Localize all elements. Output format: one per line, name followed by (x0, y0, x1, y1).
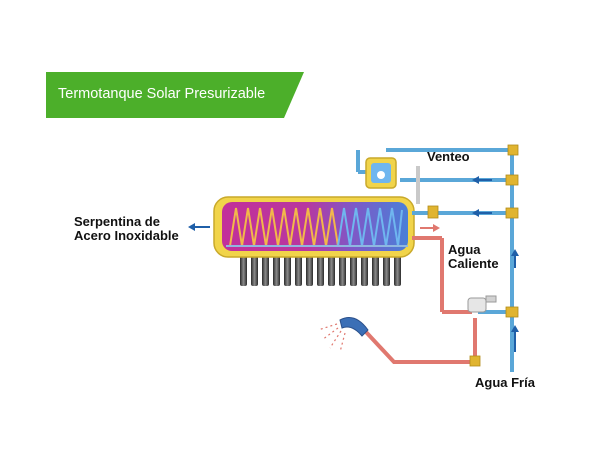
vacuum-tube (240, 252, 247, 286)
vacuum-tube (251, 252, 258, 286)
hot-arrow (420, 224, 440, 232)
vacuum-tube (295, 252, 302, 286)
label-serpentina-line1: Serpentina de (74, 214, 160, 229)
coil-cold (337, 207, 403, 247)
label-serpentina: Serpentina de Acero Inoxidable (74, 215, 179, 243)
vacuum-tube (350, 252, 357, 286)
coil-hot (229, 207, 339, 247)
flow-arrows (188, 176, 519, 352)
label-agua-caliente: Agua Caliente (448, 243, 499, 271)
vacuum-tube (328, 252, 335, 286)
vacuum-tube (361, 252, 368, 286)
vacuum-tube (372, 252, 379, 286)
fittings (427, 144, 519, 367)
label-venteo: Venteo (427, 149, 470, 164)
vacuum-tube (284, 252, 291, 286)
vacuum-tube (273, 252, 280, 286)
vacuum-tube (262, 252, 269, 286)
mixer-handle (485, 295, 497, 303)
hot-pipes (364, 236, 477, 364)
vent-float (377, 171, 385, 179)
vacuum-tube (339, 252, 346, 286)
mixer-valve (467, 297, 487, 313)
vacuum-tube (317, 252, 324, 286)
banner-shape (46, 72, 304, 118)
label-agua-fria: Agua Fría (475, 375, 535, 390)
title-banner: Termotanque Solar Presurizable (46, 72, 304, 118)
shower-head (339, 317, 369, 337)
vacuum-tubes (240, 252, 401, 286)
label-agua-caliente-line1: Agua (448, 242, 481, 257)
banner-title: Termotanque Solar Presurizable (58, 86, 266, 102)
vacuum-tube (394, 252, 401, 286)
label-serpentina-line2: Acero Inoxidable (74, 228, 179, 243)
vacuum-tube (306, 252, 313, 286)
label-agua-caliente-line2: Caliente (448, 256, 499, 271)
water-spray (317, 323, 346, 353)
vacuum-tube (383, 252, 390, 286)
